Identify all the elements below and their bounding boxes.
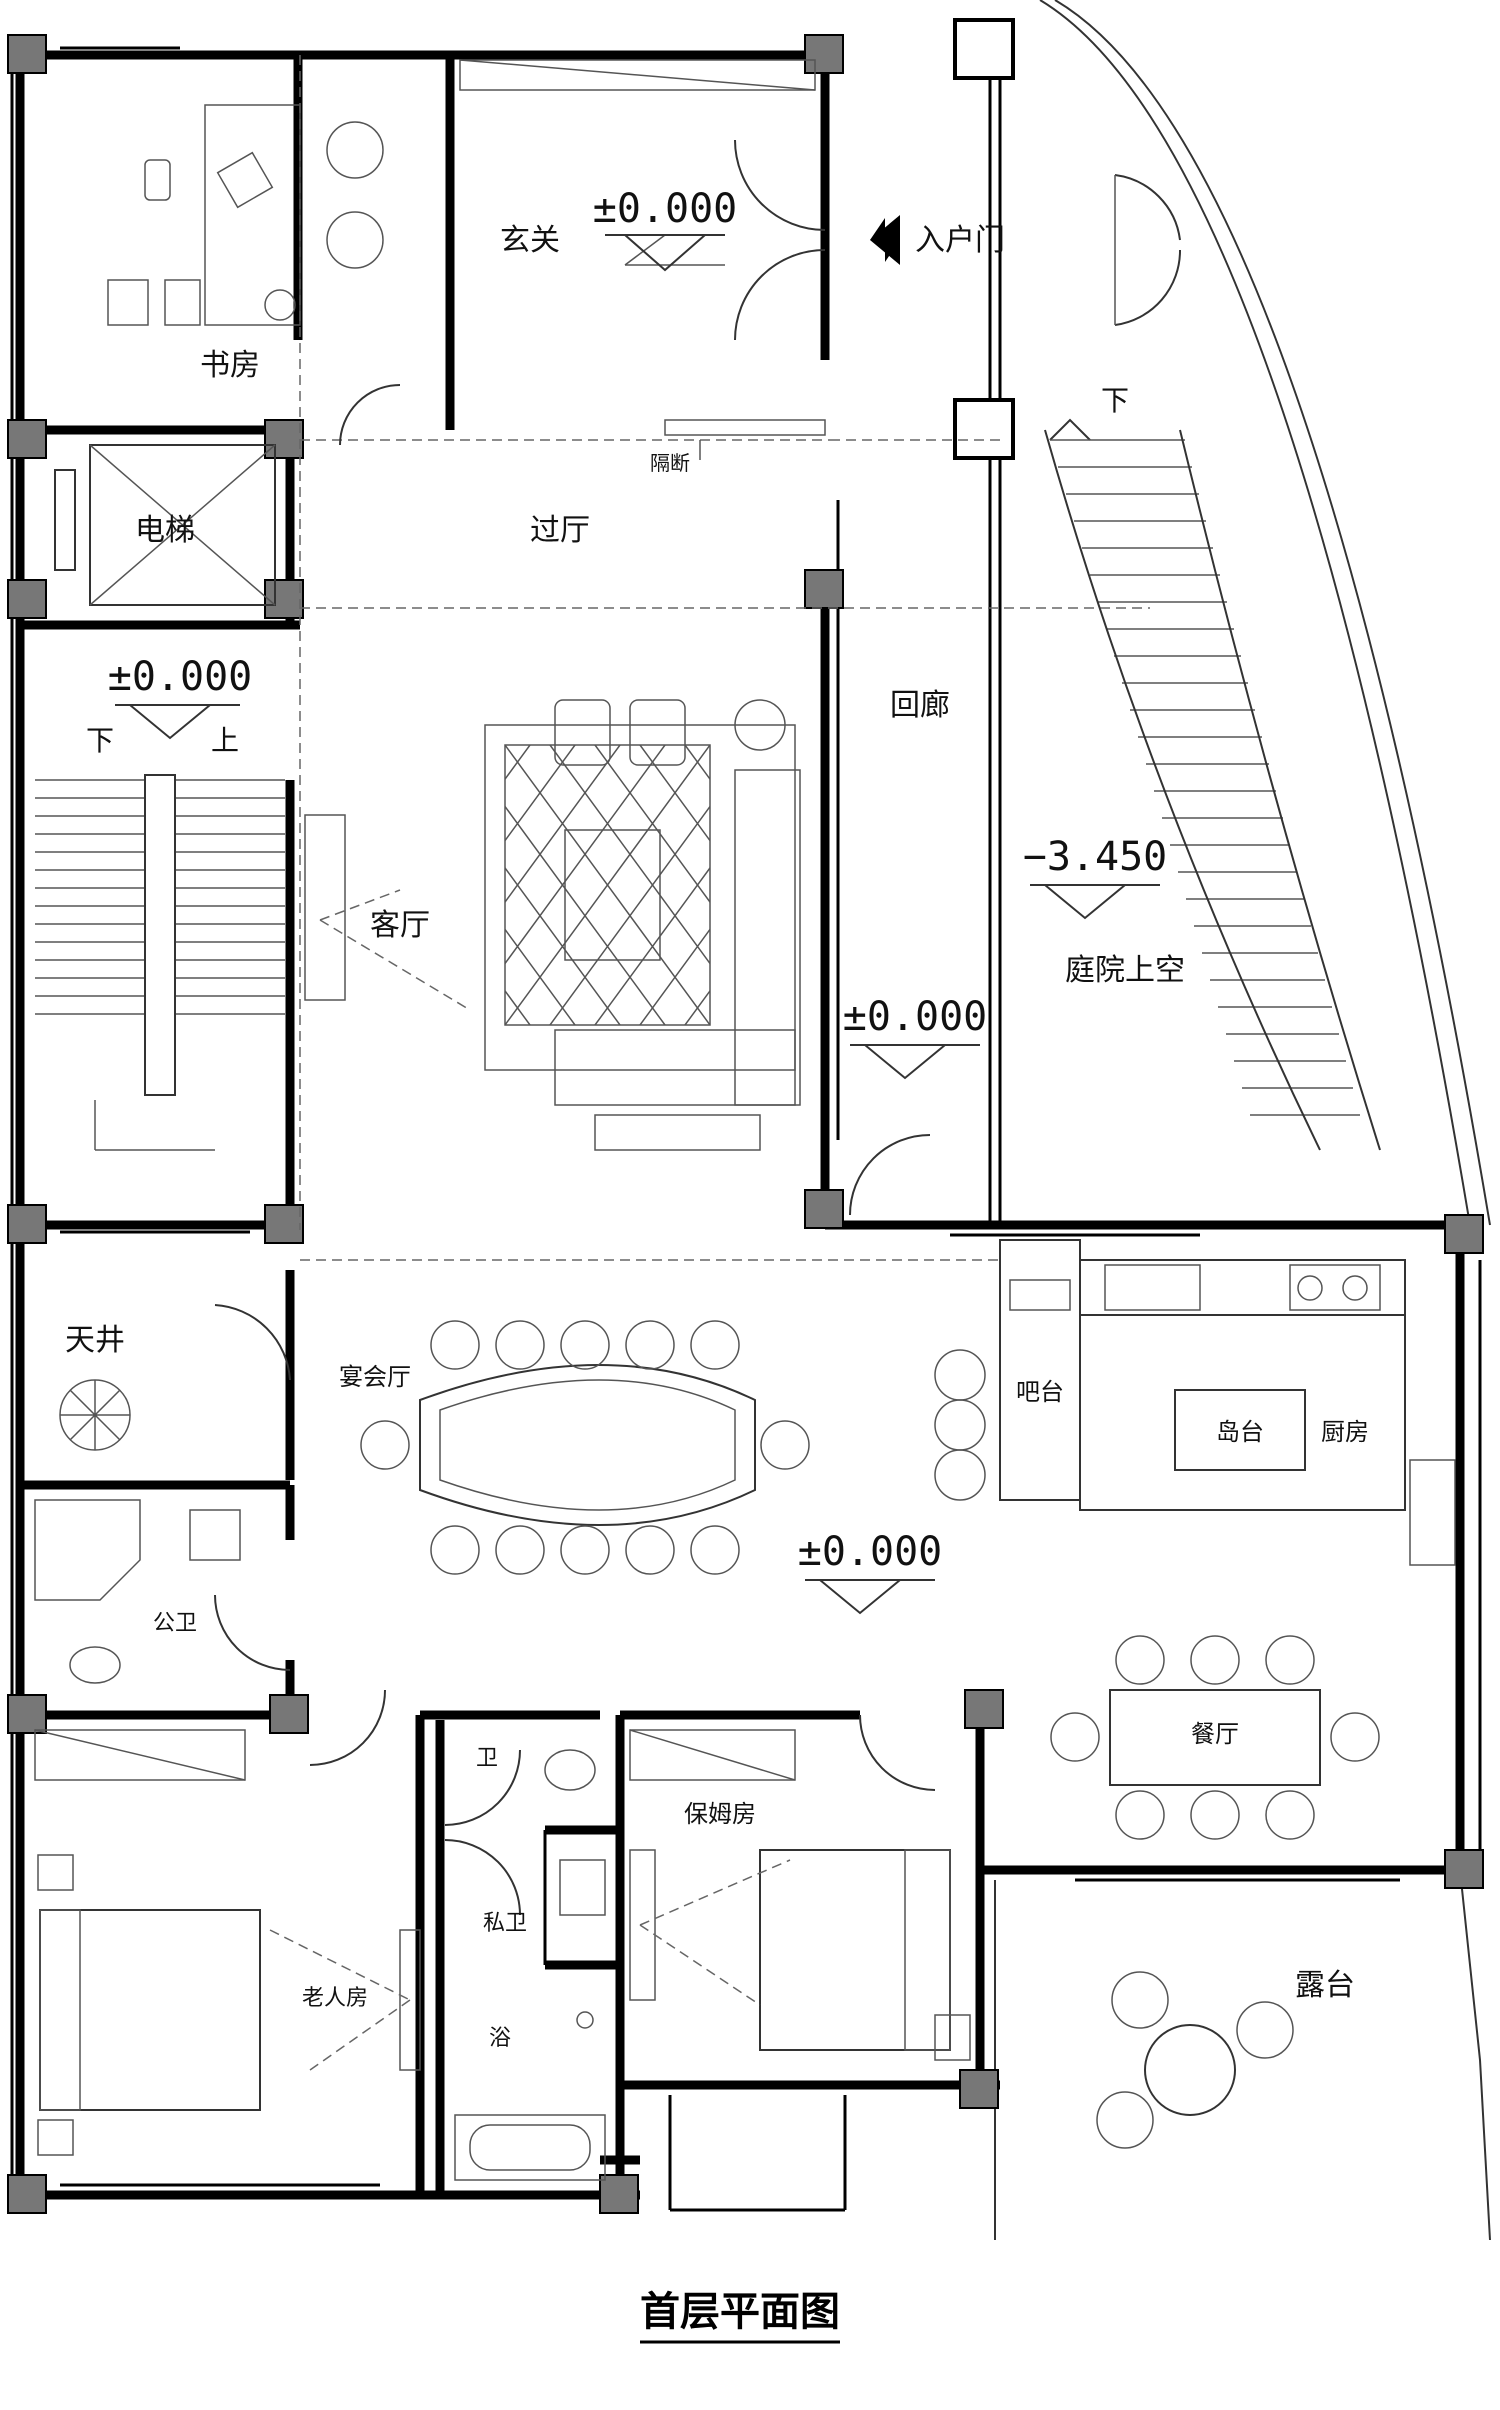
room-labels: 书房 玄关 入户门 电梯 过厅 隔断 回廊 客厅 庭院上空 天井 宴会厅 吧台 …	[65, 223, 1369, 2051]
dining-label: 餐厅	[1191, 1720, 1239, 1748]
dining-table	[1050, 1635, 1380, 1840]
courtyard-void-label: 庭院上空	[1065, 953, 1185, 988]
plan-title: 首层平面图	[640, 2289, 840, 2335]
living-furniture	[304, 699, 801, 1151]
interior-stair	[35, 774, 285, 1151]
partition-label: 隔断	[650, 451, 690, 475]
island-label: 岛台	[1216, 1418, 1264, 1446]
kitchen-fixtures	[1009, 1259, 1456, 1566]
terrace-furniture	[1096, 1971, 1294, 2149]
elevator-label: 电梯	[135, 513, 195, 548]
outdoor-stair	[1044, 429, 1381, 1151]
entry-door-label: 入户门	[915, 223, 1005, 258]
hall-label: 过厅	[530, 513, 590, 548]
light-well-label: 天井	[65, 1323, 125, 1358]
elder-label: 老人房	[302, 1986, 368, 2011]
drawing-title: 首层平面图	[640, 2289, 840, 2344]
elder-room-furniture	[34, 1689, 421, 2156]
elevator	[54, 444, 276, 606]
bath-label: 浴	[489, 2026, 511, 2051]
study-furniture	[107, 104, 401, 446]
private-wc-label: 私卫	[483, 1911, 527, 1936]
outdoor-stair-down-label: 下	[1101, 384, 1129, 417]
banquet-elevation: ±0.000	[798, 1529, 943, 1575]
stair-elevation: ±0.000	[108, 654, 253, 700]
nanny-label: 保姆房	[684, 1800, 756, 1828]
stair-up-label: 上	[211, 724, 239, 757]
study-label: 书房	[200, 348, 260, 383]
banquet-label: 宴会厅	[339, 1363, 411, 1391]
stair-down-label: 下	[86, 724, 114, 757]
terrace-label: 露台	[1295, 1968, 1355, 2003]
structural-columns	[7, 18, 1484, 2214]
living-label: 客厅	[370, 908, 430, 943]
foyer-elevation: ±0.000	[593, 186, 738, 232]
light-well-plant	[59, 1304, 291, 1451]
corridor-elevation: ±0.000	[843, 994, 988, 1040]
private-wc-fixtures	[444, 1749, 620, 2181]
wc-label: 卫	[476, 1746, 498, 1771]
bar-stools	[934, 1349, 986, 1501]
foyer-elements	[459, 59, 900, 460]
walls	[10, 0, 1491, 2241]
courtyard-elevation: −3.450	[1023, 834, 1168, 880]
public-wc-label: 公卫	[153, 1611, 197, 1636]
corridor-label: 回廊	[890, 688, 950, 723]
elevation-markers: ±0.000 ±0.000 −3.450 ±0.000 ±0.000	[108, 186, 1168, 1615]
bar-label: 吧台	[1016, 1378, 1064, 1406]
kitchen-label: 厨房	[1321, 1418, 1369, 1446]
public-wc-fixtures	[34, 1499, 291, 1684]
courtyard	[830, 174, 1182, 1216]
nanny-room-furniture	[629, 1714, 971, 2061]
banquet-table	[360, 1320, 810, 1575]
foyer-label: 玄关	[500, 223, 560, 258]
